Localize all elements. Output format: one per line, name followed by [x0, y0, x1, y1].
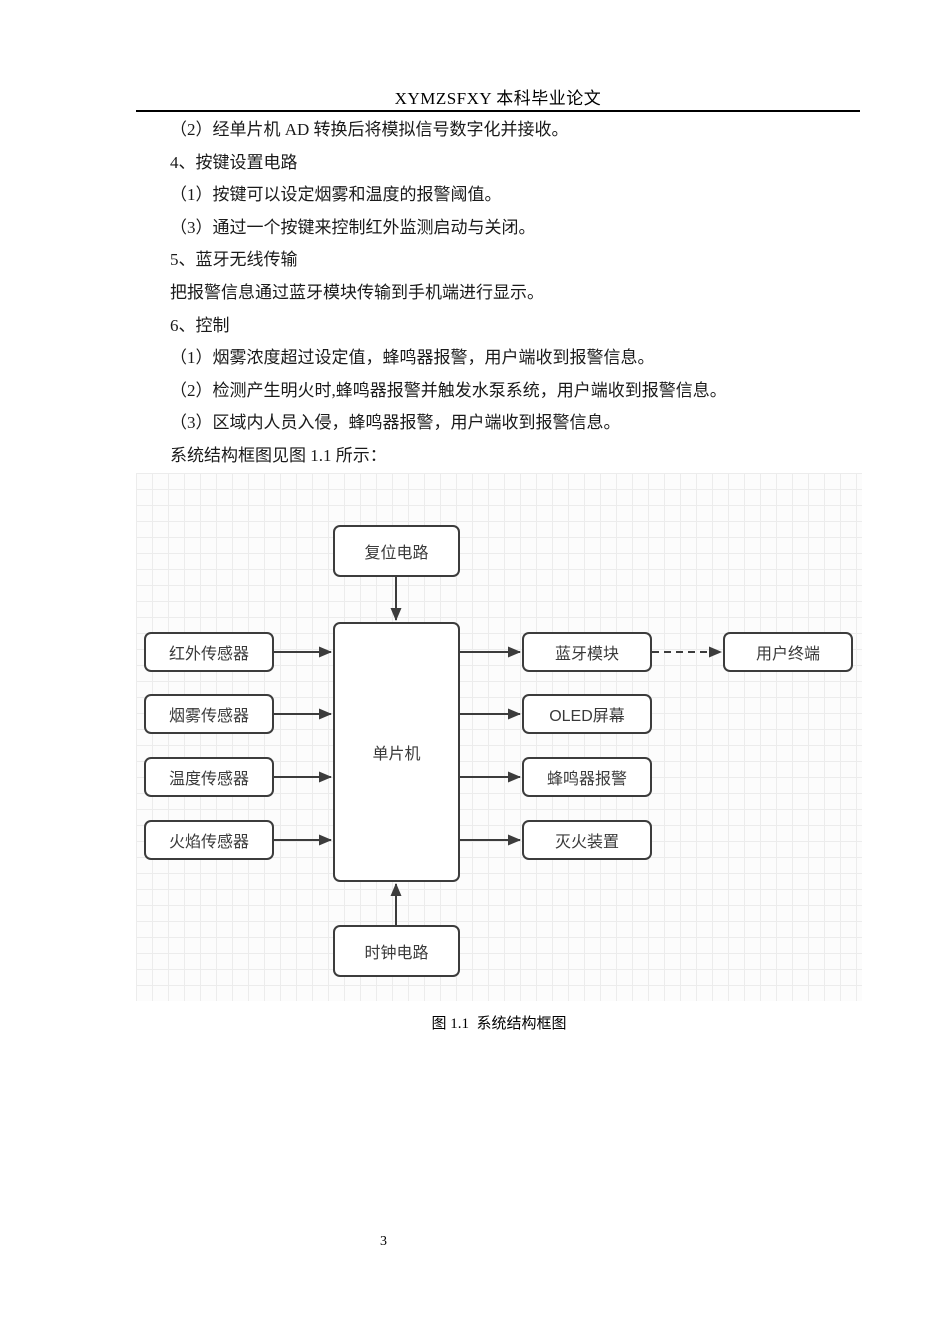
body-line: （3）通过一个按键来控制红外监测启动与关闭。 [170, 217, 536, 237]
body-line: 6、控制 [170, 315, 230, 335]
figure-caption: 图 1.1 系统结构框图 [431, 1016, 567, 1032]
body-line: 4、按键设置电路 [170, 152, 298, 172]
system-block-diagram: 复位电路 单片机 时钟电路 红外传感器 烟雾传感器 温度传感器 火焰传感器 蓝牙… [136, 473, 862, 1001]
node-infrared-sensor: 红外传感器 [144, 632, 274, 672]
body-text: （2）经单片机 AD 转换后将模拟信号数字化并接收。 4、按键设置电路 （1）按… [136, 114, 864, 473]
body-line: （2）经单片机 AD 转换后将模拟信号数字化并接收。 [170, 120, 569, 139]
node-temperature-sensor: 温度传感器 [144, 757, 274, 797]
body-line: 5、蓝牙无线传输 [170, 250, 298, 270]
page-number: 3 [380, 1234, 387, 1249]
body-line: 把报警信息通过蓝牙模块传输到手机端进行显示。 [170, 282, 544, 302]
body-line: （1）按键可以设定烟雾和温度的报警阈值。 [170, 185, 502, 205]
page-header-title: XYMZSFXY 本科毕业论文 [394, 89, 602, 108]
node-smoke-sensor: 烟雾传感器 [144, 694, 274, 734]
node-oled-screen: OLED屏幕 [522, 694, 652, 734]
node-user-terminal: 用户终端 [723, 632, 853, 672]
node-buzzer-alarm: 蜂鸣器报警 [522, 757, 652, 797]
connector-arrows [274, 577, 722, 925]
body-line: （1）烟雾浓度超过设定值，蜂鸣器报警，用户端收到报警信息。 [170, 348, 655, 368]
node-reset-circuit: 复位电路 [333, 525, 460, 577]
node-clock-circuit: 时钟电路 [333, 925, 460, 977]
header-divider [136, 110, 860, 112]
body-line: （2）检测产生明火时,蜂鸣器报警并触发水泵系统，用户端收到报警信息。 [170, 380, 727, 400]
node-mcu: 单片机 [333, 622, 460, 882]
node-fire-extinguisher: 灭火装置 [522, 820, 652, 860]
body-line: 系统结构框图见图 1.1 所示： [170, 445, 387, 465]
node-flame-sensor: 火焰传感器 [144, 820, 274, 860]
body-line: （3）区域内人员入侵，蜂鸣器报警，用户端收到报警信息。 [170, 413, 621, 433]
node-bluetooth-module: 蓝牙模块 [522, 632, 652, 672]
